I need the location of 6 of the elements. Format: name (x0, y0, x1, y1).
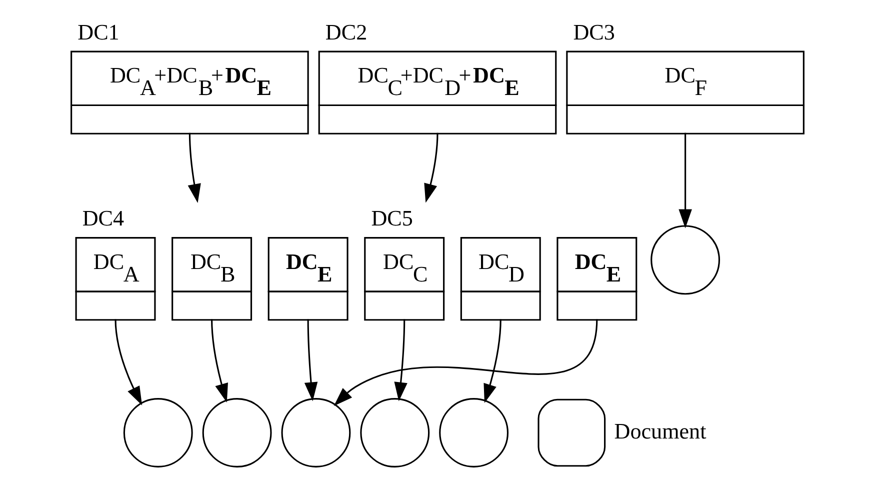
node-label: DC2 (324, 19, 367, 44)
node-label: DC5 (370, 206, 412, 231)
node-label: DC4 (82, 206, 124, 231)
legend-label: Document (614, 418, 706, 444)
node-label: DC3 (572, 19, 614, 44)
node-label: DC1 (77, 19, 119, 44)
